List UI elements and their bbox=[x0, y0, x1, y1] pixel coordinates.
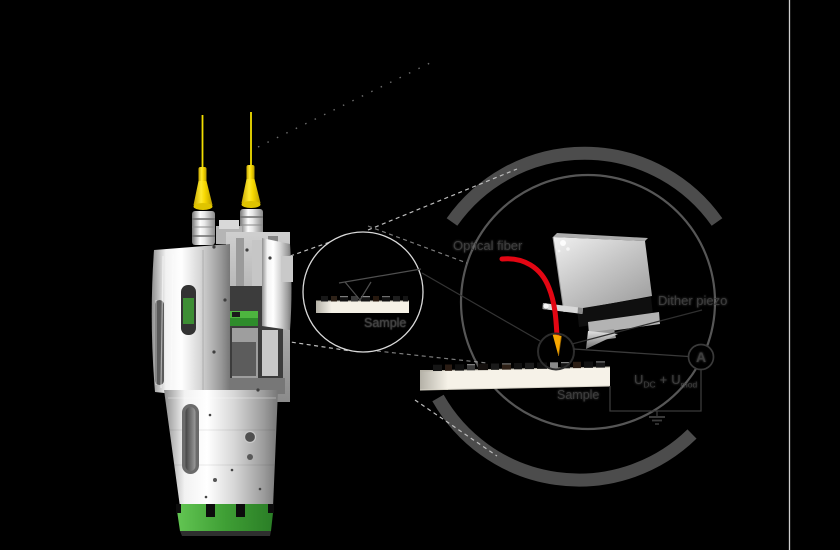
inset-sample-bar bbox=[316, 301, 409, 313]
inset-sample-label: Sample bbox=[364, 316, 406, 330]
screw-dots bbox=[212, 245, 272, 392]
scanner-block bbox=[553, 237, 652, 312]
voltage-source-label: UDC+Umod bbox=[634, 372, 697, 390]
dither-piezo-band bbox=[577, 297, 653, 327]
instrument-render bbox=[151, 112, 293, 536]
instrument-lower-cylinder bbox=[164, 390, 278, 507]
fiber-connector-left bbox=[192, 211, 215, 245]
ammeter-symbol: A bbox=[687, 343, 715, 371]
inset-circle bbox=[302, 231, 424, 353]
detail-view-frame bbox=[432, 146, 723, 487]
tip-zoom-circle bbox=[537, 332, 575, 371]
optical-fiber-label: Optical fiber bbox=[453, 238, 523, 253]
inset-sample-structures bbox=[321, 296, 408, 302]
sample-label: Sample bbox=[557, 388, 599, 402]
dotted-leader-line bbox=[257, 62, 431, 148]
piezo-assembly bbox=[552, 233, 660, 349]
callout-dashed-lines bbox=[275, 168, 518, 457]
inset-to-tip-line bbox=[421, 272, 541, 342]
fiber-boot-left bbox=[193, 167, 213, 210]
inset-cantilever-line bbox=[338, 268, 422, 284]
sample-structures bbox=[433, 361, 605, 371]
ammeter-label: A bbox=[696, 349, 706, 365]
detail-view: A Optical fiber Dither piezo Sample UDC+… bbox=[419, 233, 727, 425]
dither-piezo-leader bbox=[571, 309, 703, 345]
green-base-ring bbox=[176, 504, 274, 536]
instrument-shell bbox=[151, 238, 293, 400]
inset-tip-triangle bbox=[344, 281, 372, 302]
mount-plate bbox=[588, 312, 660, 334]
fiber-boot-right bbox=[241, 165, 261, 208]
optical-fiber-graphic bbox=[499, 256, 562, 357]
zoom-inset: Sample bbox=[302, 231, 424, 353]
circuit bbox=[573, 348, 702, 425]
dither-piezo-label: Dither piezo bbox=[658, 293, 727, 308]
ground-icon bbox=[649, 411, 665, 425]
tip-holder-cone bbox=[586, 331, 618, 349]
